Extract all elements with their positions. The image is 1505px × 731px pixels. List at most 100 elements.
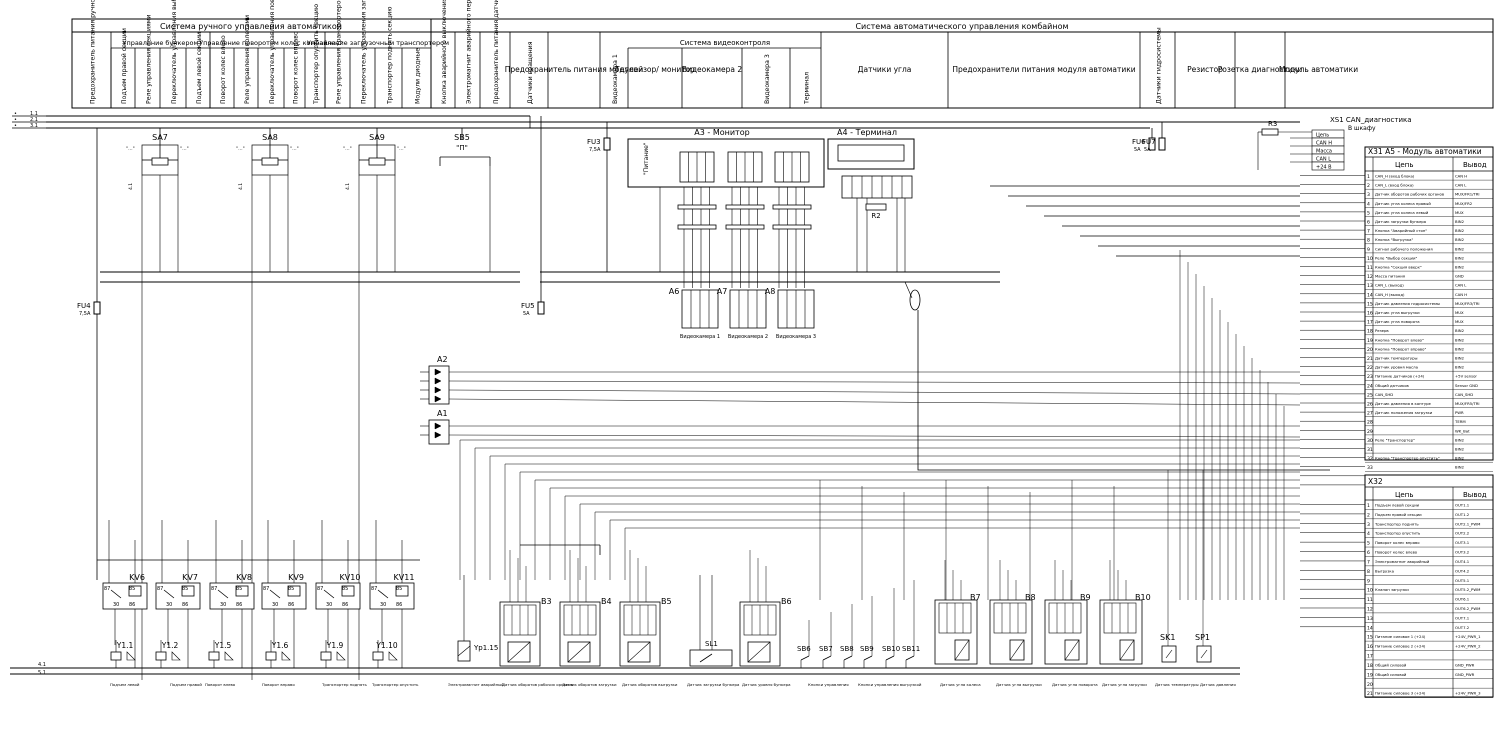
x31-output: BIN2 [1455, 365, 1465, 370]
diode-symbol [434, 431, 442, 439]
x31-circuit: Датчик угла колеса правый [1375, 201, 1431, 206]
camera-id: А6 [669, 287, 680, 296]
sl-contact [699, 653, 713, 663]
cable-shield [909, 289, 921, 311]
button-sb11: SB11 [902, 645, 920, 668]
column-label: Переключатель управления поворотом колес [269, 0, 276, 104]
x32-pin: 14 [1367, 625, 1373, 631]
diode-symbol [434, 395, 442, 403]
bottom-caption: Датчик угла выгрузки [996, 682, 1042, 687]
x31-pin: 13 [1367, 283, 1373, 289]
x32-circuit: Общий силовой [1375, 662, 1407, 667]
monitor-power-label: "Питание" [643, 142, 650, 175]
x32-head-output: Вывод [1463, 491, 1487, 499]
x31-output: CAN L [1455, 283, 1467, 288]
x31-circuit: Резерв [1375, 328, 1389, 333]
x31-circuit: Общий датчиков [1375, 383, 1410, 388]
wire-number: 5.1 [38, 670, 46, 676]
x32-circuit: Общий силовой [1375, 672, 1407, 677]
x31-circuit: Датчик угла выгрузки [1375, 310, 1420, 315]
relay-id: KV7 [182, 573, 198, 582]
x32-output: OUT5.2_PWM [1455, 587, 1480, 592]
x31-pin: 17 [1367, 320, 1373, 326]
x31-pin: 10 [1367, 256, 1373, 262]
relay-coil [287, 585, 301, 597]
switch-sa7: SA7"…""…" [126, 133, 189, 176]
x31-head-output: Вывод [1463, 161, 1487, 169]
x31-output: MUX/FR5/TRI [1455, 401, 1480, 406]
x32-pin: 15 [1367, 635, 1373, 641]
column-label: Модули диодные [415, 48, 422, 104]
xs1-row: Цепь [1316, 133, 1329, 139]
fuse-rating: 5А [1144, 147, 1151, 153]
x31-pin: 20 [1367, 347, 1373, 353]
x32-head-circuit: Цепь [1395, 491, 1413, 499]
x31-pin: 11 [1367, 265, 1373, 271]
relay-pin: 86 [396, 602, 402, 608]
x31-pin: 24 [1367, 383, 1373, 389]
button-contact [843, 655, 853, 661]
button-id: SB8 [840, 645, 854, 653]
valve-y1-2: Y1.2 [155, 641, 181, 661]
wire-number: 2.1 [30, 117, 38, 123]
resistor-r3 [1261, 128, 1279, 136]
column-label: Поворот колес влево [220, 35, 227, 104]
bottom-caption: Поворот влево [205, 682, 236, 687]
relay-pin: 30 [220, 602, 226, 608]
x32-circuit: Клапан загрузки [1375, 587, 1409, 592]
valve-coil [320, 651, 332, 661]
x32-pin: 18 [1367, 663, 1373, 669]
x31-output: BIN2 [1455, 356, 1465, 361]
camera-id: А7 [717, 287, 728, 296]
fuse-body [537, 301, 545, 315]
column-label: Резистор [1187, 65, 1223, 74]
relay-pin: 30 [380, 602, 386, 608]
x32-output: OUT2.1_PWM [1455, 521, 1480, 526]
column-label: Реле управления колесами [244, 15, 251, 104]
relay-pin: 85 [129, 586, 135, 592]
x31-pin: 26 [1367, 402, 1373, 408]
x31-pin: 21 [1367, 356, 1373, 362]
fuse-body [1158, 137, 1166, 151]
x32-circuit: Питание силовое 2 (+24) [1375, 644, 1426, 649]
x32-output: OUT6.1 [1455, 597, 1470, 602]
angle-sensor-id: B10 [1135, 593, 1151, 602]
x31-output: BIN2 [1455, 228, 1465, 233]
sensor-b3: B3 [499, 597, 552, 667]
angle-sensor-symbol-line [1009, 639, 1025, 661]
fuse-id: FU7 [1142, 138, 1156, 146]
switch-id: SA8 [262, 133, 278, 142]
x32-pin: 2 [1367, 512, 1370, 518]
hydro-sensor-contact [1165, 649, 1173, 659]
bottom-caption: Транспортер поднять [321, 682, 367, 687]
x31-pin: 1 [1367, 174, 1370, 180]
valve-symbol [126, 651, 136, 661]
x31-pin: 16 [1367, 311, 1373, 317]
resistor-r2 [865, 203, 887, 211]
bottom-caption: Датчик оборотов загрузки [562, 682, 617, 687]
button-id: SB5 [454, 133, 470, 142]
relay-pin: 87 [157, 586, 163, 592]
angle-sensor-id: B8 [1025, 593, 1036, 602]
relay-id: KV9 [288, 573, 304, 582]
valve-symbol [281, 651, 291, 661]
fuse-id: FU3 [587, 138, 601, 146]
sensor-b4: B4 [559, 597, 612, 667]
terminal-mark: • [14, 111, 17, 117]
x31-circuit: Датчик оборотов рабочих органов [1375, 192, 1445, 197]
x31-pin: 5 [1367, 210, 1370, 216]
relay-pin: 85 [182, 586, 188, 592]
fuse-rating: 5А [1134, 147, 1141, 153]
button-sb6: SB6 [797, 645, 811, 668]
x31-pin: 29 [1367, 429, 1373, 435]
relay-id: KV8 [236, 573, 252, 582]
column-label: Переключатель управления выбором секции [170, 0, 178, 104]
column-label: Подъем правой секции [120, 28, 128, 104]
bottom-caption: Подъем правой [170, 682, 202, 687]
wire-number: 4.1 [128, 183, 134, 190]
